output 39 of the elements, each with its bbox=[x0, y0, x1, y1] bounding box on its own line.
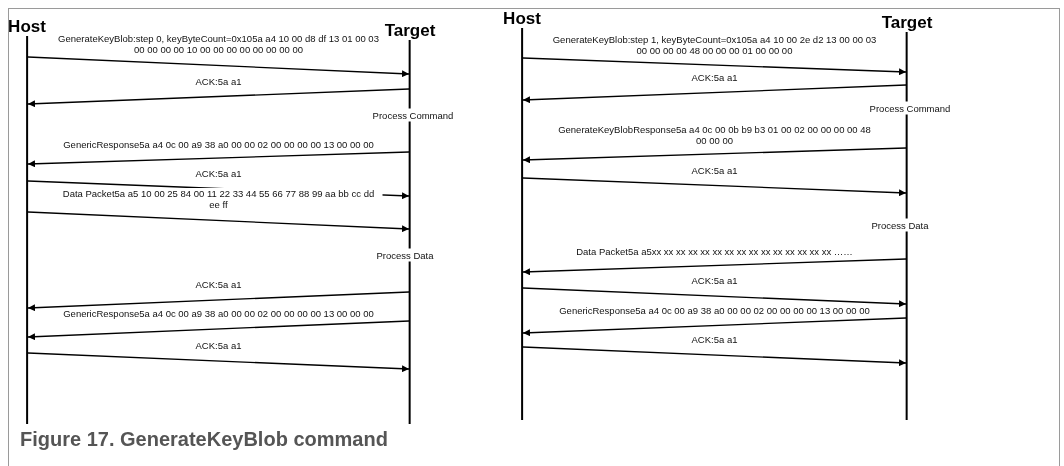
process-note: Process Data bbox=[374, 248, 436, 262]
message-arrow bbox=[27, 88, 410, 108]
message-arrow bbox=[522, 177, 907, 197]
message-arrow bbox=[522, 258, 907, 276]
process-note: Process Command bbox=[370, 108, 456, 122]
message-arrow bbox=[522, 317, 907, 337]
message-arrow bbox=[522, 287, 907, 308]
message-arrow bbox=[522, 147, 907, 164]
lifeline bbox=[6, 17, 48, 424]
edge-label: ACK:5a a1 bbox=[193, 340, 244, 351]
edge-label: GenerateKeyBlob:step 1, keyByteCount=0x105a a4 10 00 2e d2 13 00 00 03 00 00 00 00 48 00 00 00 01 00 00 00 bbox=[550, 34, 879, 56]
message-arrow bbox=[27, 352, 410, 373]
edge-label: ACK:5a a1 bbox=[689, 72, 740, 83]
edge-label: GenericResponse5a a4 0c 00 a9 38 a0 00 00 02 00 00 00 00 13 00 00 00 bbox=[61, 139, 376, 150]
edge-label: ACK:5a a1 bbox=[193, 168, 244, 179]
message-arrow bbox=[27, 320, 410, 341]
lifeline bbox=[501, 9, 543, 420]
edge-label: ACK:5a a1 bbox=[689, 334, 740, 345]
edge-label: Data Packet5a a5xx xx xx xx xx xx xx xx xx xx xx xx xx xx xx …… bbox=[574, 246, 855, 257]
message-arrow bbox=[27, 291, 410, 312]
edge-label: ACK:5a a1 bbox=[193, 76, 244, 87]
edge-label: GenerateKeyBlob:step 0, keyByteCount=0x105a a4 10 00 d8 df 13 01 00 03 00 00 00 00 10 00 00 00 00 00 00 00 00 bbox=[55, 33, 382, 55]
message-arrow bbox=[27, 151, 410, 168]
edge-label: ACK:5a a1 bbox=[193, 279, 244, 290]
message-arrow bbox=[522, 84, 907, 104]
lifeline-title: Host bbox=[7, 17, 47, 36]
edge-label: ACK:5a a1 bbox=[689, 165, 740, 176]
message-arrow bbox=[522, 346, 907, 367]
edge-label: ACK:5a a1 bbox=[689, 275, 740, 286]
edge-label: GenericResponse5a a4 0c 00 a9 38 a0 00 00 02 00 00 00 00 13 00 00 00 bbox=[557, 305, 872, 316]
process-note: Process Data bbox=[869, 218, 931, 232]
lifeline-title: Target bbox=[383, 21, 437, 40]
edge-label: GenericResponse5a a4 0c 00 a9 38 a0 00 00 02 00 00 00 00 13 00 00 00 bbox=[61, 308, 376, 319]
message-arrow bbox=[522, 57, 907, 76]
message-arrow bbox=[27, 211, 410, 233]
lifeline-title: Target bbox=[880, 13, 934, 32]
lifeline-title: Host bbox=[502, 9, 542, 28]
message-arrow bbox=[27, 56, 410, 78]
process-note: Process Command bbox=[867, 101, 953, 115]
